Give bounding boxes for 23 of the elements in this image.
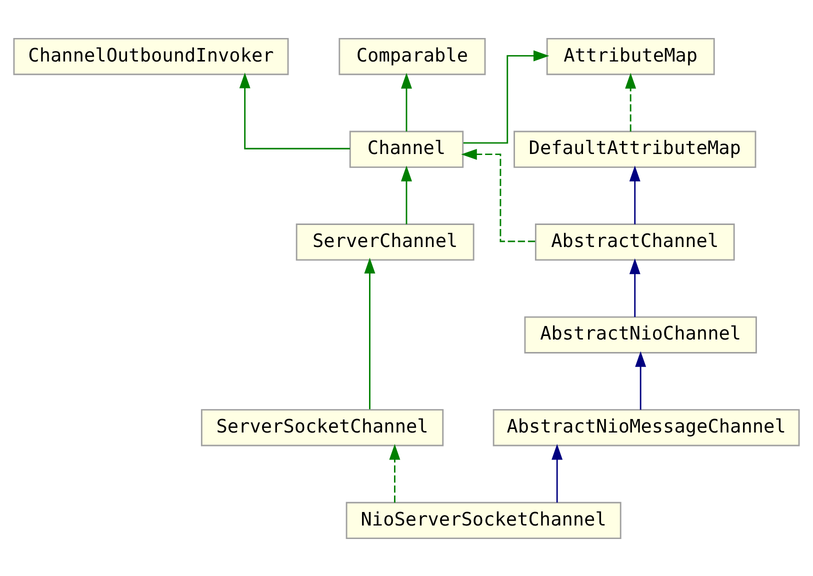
arrow — [552, 443, 563, 502]
arrow — [625, 72, 636, 131]
node-box: NioServerSocketChannel — [346, 501, 622, 538]
node-box: ServerSocketChannel — [200, 408, 444, 446]
arrow — [401, 72, 412, 131]
arrow — [389, 443, 400, 502]
arrow — [461, 148, 536, 242]
arrow — [401, 165, 412, 224]
node-box: AttributeMap — [546, 38, 715, 75]
arrow — [239, 72, 350, 149]
arrow — [629, 258, 640, 316]
node-box: Channel — [349, 130, 464, 168]
node-box: Comparable — [338, 38, 486, 75]
arrow — [463, 50, 550, 144]
node-box: AbstractNioMessageChannel — [492, 408, 800, 446]
node-box: DefaultAttributeMap — [514, 130, 756, 168]
arrow — [364, 257, 376, 409]
node-box: ChannelOutboundInvoker — [13, 38, 289, 75]
node-box: AbstractNioChannel — [524, 316, 757, 353]
node-box: AbstractChannel — [534, 223, 735, 260]
node-box: ServerChannel — [296, 223, 474, 260]
arrow — [635, 350, 646, 410]
arrow — [629, 165, 640, 224]
